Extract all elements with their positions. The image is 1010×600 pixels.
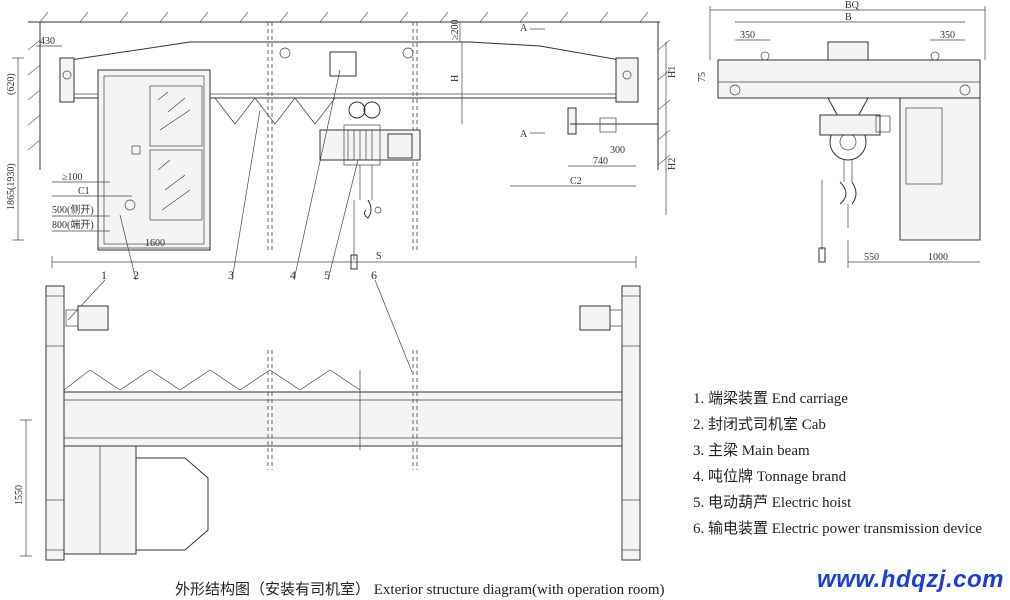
dim-1865: 1865(1930) xyxy=(6,163,17,210)
electric-hoist-front xyxy=(319,101,421,219)
section-a-label: A xyxy=(520,23,528,34)
callout-2: 2 xyxy=(133,268,139,282)
legend-item-tonnage-brand: 4. 吨位牌 Tonnage brand xyxy=(693,469,847,485)
dim-c1: C1 xyxy=(78,186,90,197)
dim-ge100: ≥100 xyxy=(62,172,83,183)
parts-legend: 1. 端梁装置 End carriage 2. 封闭式司机室 Cab 3. 主梁… xyxy=(693,386,982,542)
dim-b: B xyxy=(845,12,852,23)
dim-1000: 1000 xyxy=(928,252,948,263)
figure-caption: 外形结构图（安装有司机室） Exterior structure diagram… xyxy=(175,582,665,598)
dim-h2: H2 xyxy=(667,158,678,170)
legend-item-cab: 2. 封闭式司机室 Cab xyxy=(693,417,826,433)
dim-550: 550 xyxy=(864,252,879,263)
callout-4: 4 xyxy=(290,268,296,282)
dim-1550: 1550 xyxy=(14,485,25,505)
legend-item-main-beam: 3. 主梁 Main beam xyxy=(693,443,810,459)
legend-item-electric-hoist: 5. 电动葫芦 Electric hoist xyxy=(693,495,852,511)
dim-350-right: 350 xyxy=(940,30,955,41)
legend-item-end-carriage: 1. 端梁装置 End carriage xyxy=(693,391,848,407)
dim-h: H xyxy=(450,75,461,82)
dim-350-left: 350 xyxy=(740,30,755,41)
dim-620: (620) xyxy=(6,73,17,95)
dim-740: 740 xyxy=(593,156,608,167)
front-elevation-view: A A 430 (620) 1865(1930) ≥100 C1 500(侧开)… xyxy=(6,11,678,373)
site-watermark: www.hdqzj.com xyxy=(817,566,1004,593)
dim-c2: C2 xyxy=(570,176,582,187)
dim-500: 500(侧开) xyxy=(52,203,94,216)
dim-h1: H1 xyxy=(667,66,678,78)
section-a-label-lower: A xyxy=(520,129,528,140)
legend-item-power-transmission: 6. 输电装置 Electric power transmission devi… xyxy=(693,521,983,537)
dim-300: 300 xyxy=(610,145,625,156)
dim-430: 430 xyxy=(40,36,55,47)
plan-view: 1550 xyxy=(14,285,641,561)
dim-800: 800(端开) xyxy=(52,218,94,231)
dim-75: 75 xyxy=(697,72,708,82)
side-elevation-view: BQ B 350 350 75 550 1000 xyxy=(697,0,986,268)
dim-bq: BQ xyxy=(845,0,860,11)
callout-1: 1 xyxy=(101,268,107,282)
dim-s: S xyxy=(376,251,382,262)
callout-3: 3 xyxy=(228,268,234,282)
dim-ge200: ≥200 xyxy=(450,20,461,41)
dim-1600: 1600 xyxy=(145,238,165,249)
callout-6: 6 xyxy=(371,268,377,282)
callout-5: 5 xyxy=(324,268,330,282)
